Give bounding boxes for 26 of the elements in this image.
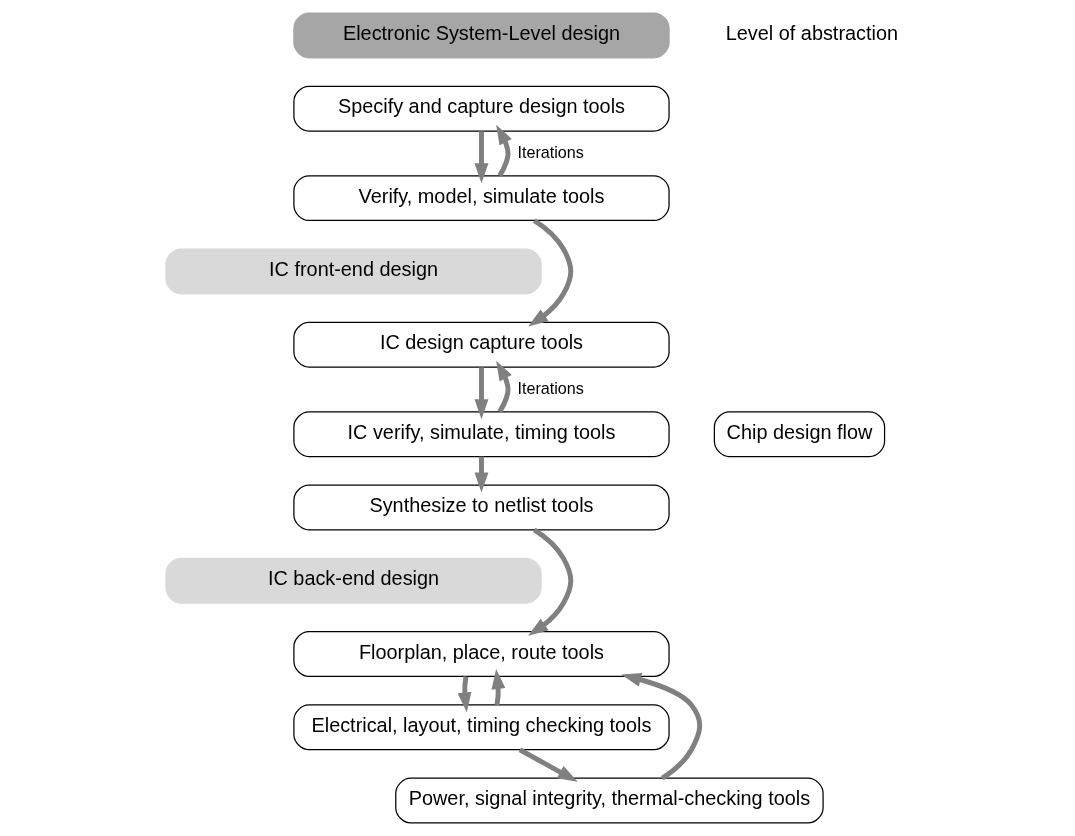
node-box: Chip design flow [713, 411, 885, 458]
node-box: Electronic System-Level design [292, 12, 670, 59]
arrow [527, 218, 573, 327]
arrow [474, 131, 488, 184]
node-box: Electrical, layout, timing checking tools [292, 704, 670, 751]
arrow [527, 527, 573, 636]
arrow [474, 456, 488, 493]
arrow [457, 676, 471, 713]
arrow [495, 360, 512, 413]
node-box: Power, signal integrity, thermal-checking tools [394, 777, 824, 824]
arrow [490, 669, 505, 706]
arrow [518, 747, 578, 782]
node-box: Specify and capture design tools [292, 85, 670, 132]
node-box: Synthesize to netlist tools [292, 484, 670, 531]
node-box: Verify, model, simulate tools [292, 175, 670, 222]
node-box: Floorplan, place, route tools [292, 631, 670, 677]
edge-label: Iterations [516, 378, 584, 397]
arrow [474, 367, 488, 420]
arrow [495, 124, 512, 177]
node-box: IC verify, simulate, timing tools [292, 411, 670, 458]
node-box: IC design capture tools [292, 321, 670, 368]
edge-label: Iterations [516, 142, 584, 161]
node-box: IC back-end design [164, 557, 542, 604]
arrow [620, 672, 702, 781]
label: Level of abstraction [725, 22, 898, 45]
node-box: IC front-end design [164, 248, 542, 295]
